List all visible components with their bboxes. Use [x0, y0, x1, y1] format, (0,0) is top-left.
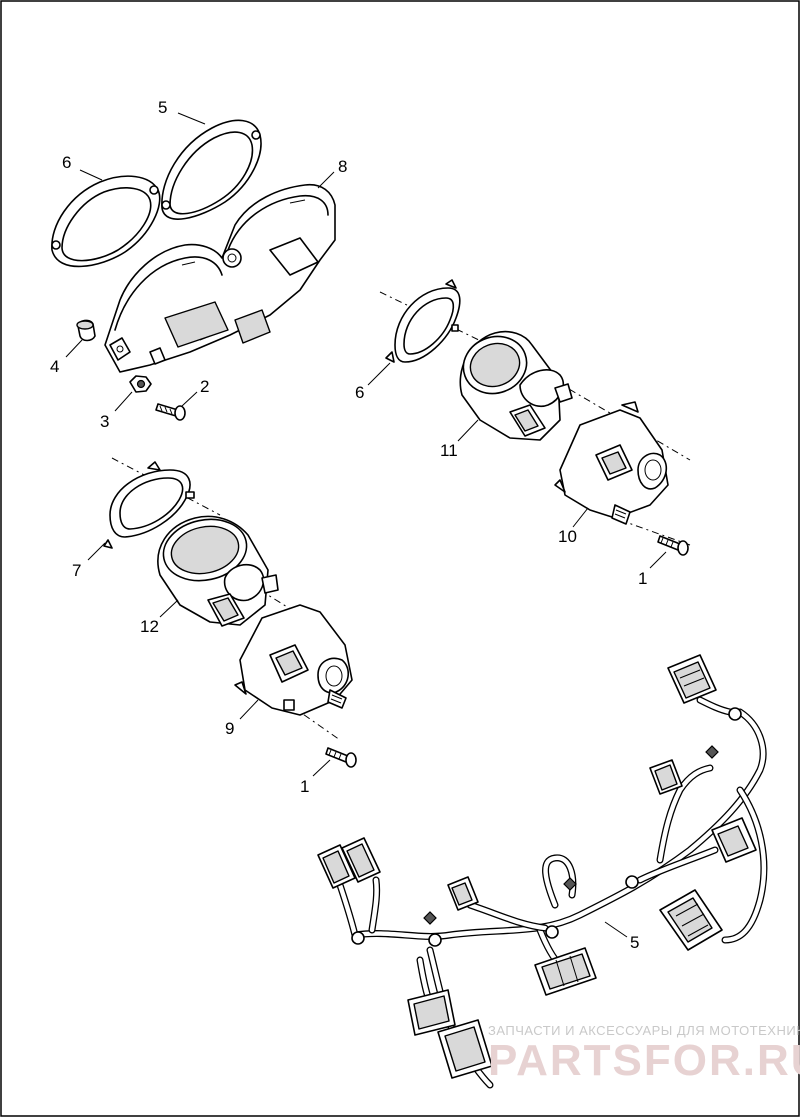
connector-left-pair	[317, 837, 381, 889]
callout-6-right: 6	[355, 383, 364, 402]
bezel-gasket-right	[161, 119, 262, 220]
gauge-housing-part-9	[554, 401, 669, 525]
axis-line-left-upper	[111, 457, 341, 641]
harness-stud-2	[705, 745, 719, 759]
harness-stud-1	[423, 911, 437, 925]
callout-7: 5	[630, 933, 639, 952]
wiring-harness-part-7	[317, 654, 768, 1089]
harness-clip-4	[625, 875, 639, 889]
gasket-ring-right	[385, 279, 461, 363]
callout-2: 2	[200, 377, 209, 396]
harness-clip-3	[545, 925, 559, 939]
callout-5-top: 5	[158, 98, 167, 117]
callout-4: 4	[50, 357, 59, 376]
connector-bottom	[437, 1019, 493, 1079]
harness-clip-5	[728, 707, 742, 721]
callout-8: 9	[225, 719, 234, 738]
leader-lines	[65, 112, 667, 938]
callout-labels: 5 6 8 4 3 2 6 11 10 1 7 12 9 1 5	[50, 98, 647, 952]
instrument-housing	[104, 183, 336, 373]
nut-part-3	[129, 375, 152, 393]
callout-1-right: 1	[638, 569, 647, 588]
connector-bottom-left	[407, 989, 456, 1036]
watermark-logo: PARTSFOR.RU	[488, 1036, 800, 1085]
callout-10: 8	[338, 157, 347, 176]
bezel-gasket-left	[51, 175, 161, 268]
harness-stud-3	[563, 877, 577, 891]
connector-small-upper	[649, 759, 683, 795]
screw-part-1-right	[657, 535, 689, 556]
grommet-part-4	[76, 319, 96, 342]
connector-large-right	[659, 889, 723, 951]
callout-11: 11	[440, 441, 458, 460]
connector-center-small	[447, 876, 479, 911]
harness-clip-1	[351, 931, 365, 945]
harness-clip-2	[428, 933, 442, 947]
callout-9: 10	[558, 527, 577, 546]
watermark-tagline: ЗАПЧАСТИ И АКСЕССУАРЫ ДЛЯ МОТОТЕХНИКИ	[488, 1023, 800, 1038]
watermark: ЗАПЧАСТИ И АКСЕССУАРЫ ДЛЯ МОТОТЕХНИКИ PA…	[488, 1023, 800, 1085]
gauge-part-12	[157, 515, 279, 627]
connector-center-lower	[534, 947, 597, 996]
callout-1-left: 1	[300, 777, 309, 796]
callout-12: 12	[140, 617, 159, 636]
gauge-part-11	[459, 330, 573, 441]
connector-top-right	[667, 654, 717, 704]
screw-part-1-left	[325, 747, 357, 768]
axis-line-right-lower	[619, 519, 691, 546]
callout-6-left: 7	[72, 561, 81, 580]
gauge-housing-part-8	[234, 604, 353, 716]
screw-part-2	[155, 403, 186, 421]
gasket-ring-left	[103, 461, 195, 549]
callout-5-left: 6	[62, 153, 71, 172]
callout-3: 3	[100, 412, 109, 431]
connector-mid-right	[711, 817, 757, 863]
